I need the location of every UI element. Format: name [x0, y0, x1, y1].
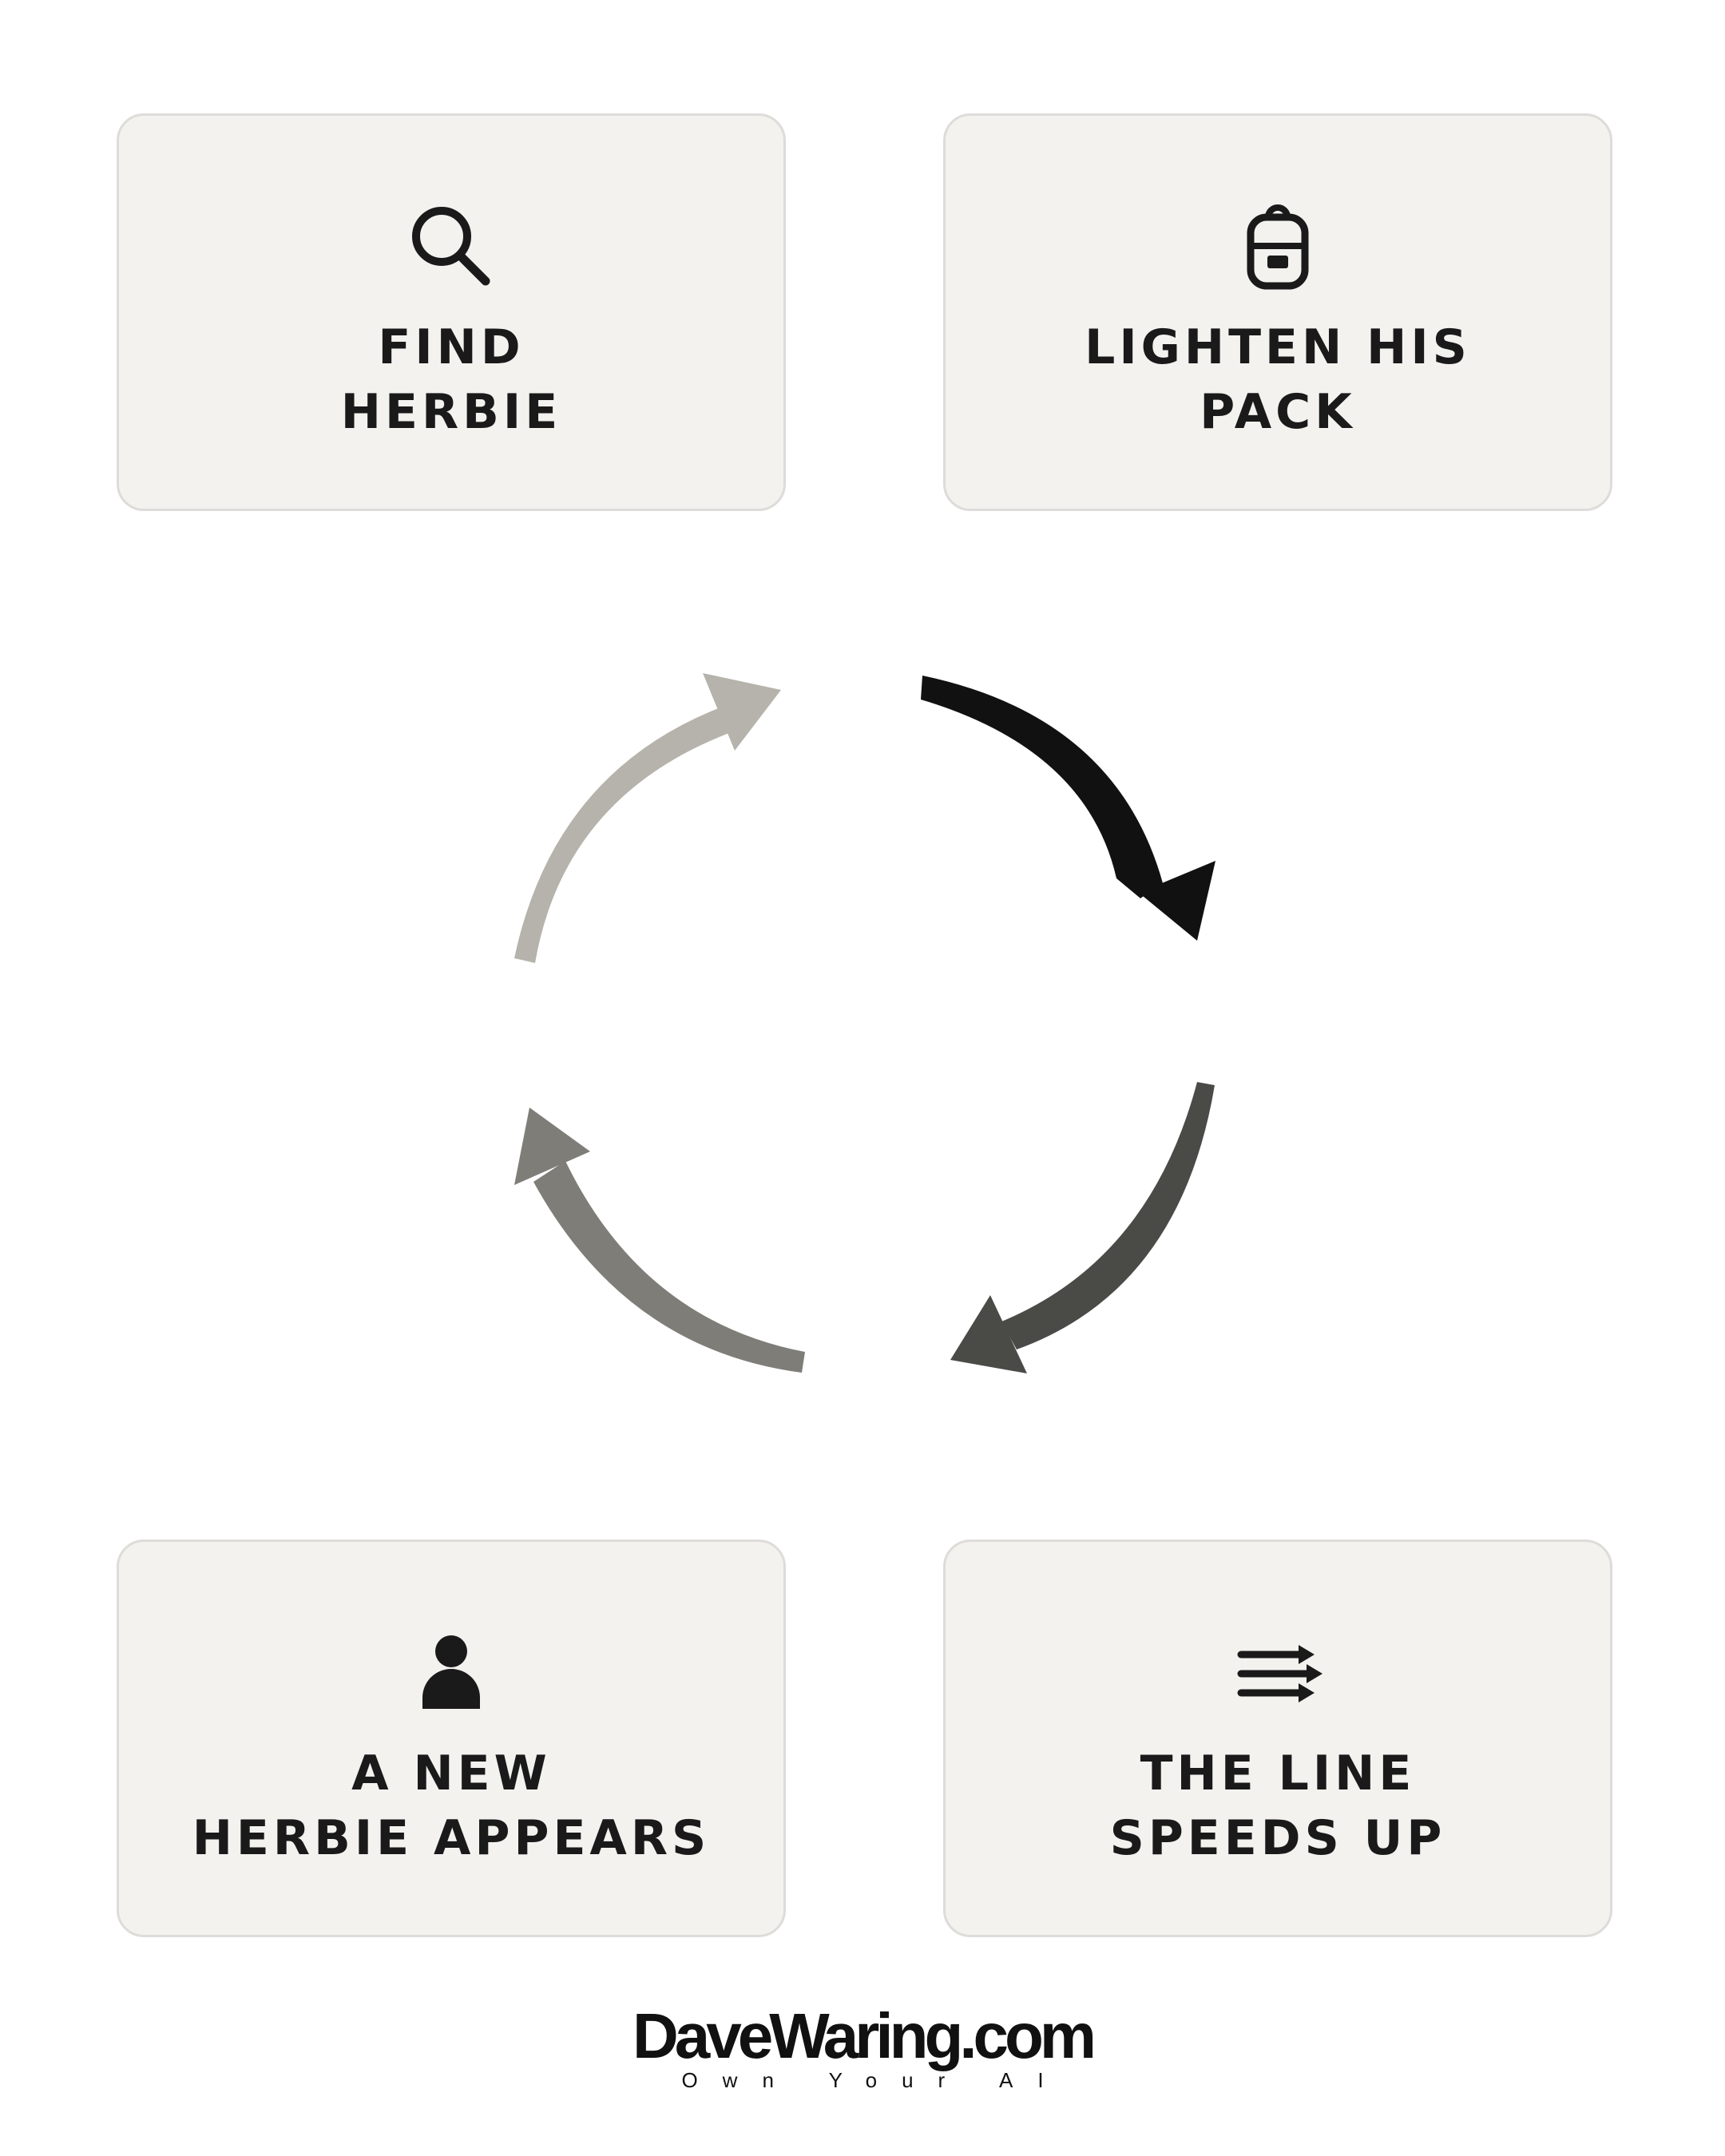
card-label-line: SPEEDS UP	[1109, 1810, 1446, 1866]
card-label: LIGHTEN HIS PACK	[946, 315, 1610, 445]
cycle-arrow-top-left-head	[703, 673, 781, 751]
cycle-arrow-top-right	[921, 676, 1163, 898]
brand-tagline: Own Your AI	[681, 2068, 1069, 2092]
card-label-line: THE LINE	[1140, 1746, 1416, 1801]
cycle-arrow-bottom-left-head	[514, 1108, 590, 1185]
card-label-line: LIGHTEN HIS	[1085, 319, 1471, 375]
card-label-line: HERBIE	[340, 384, 562, 440]
card-label-line: PACK	[1200, 384, 1356, 440]
card-find-herbie: FIND HERBIE	[117, 113, 786, 511]
cycle-arrow-top-left	[514, 707, 729, 963]
card-line-speeds-up: THE LINE SPEEDS UP	[943, 1540, 1612, 1937]
card-label: FIND HERBIE	[119, 315, 783, 445]
card-label: THE LINE SPEEDS UP	[946, 1742, 1610, 1871]
cycle-arrow-bottom-right-head	[950, 1295, 1027, 1373]
card-new-herbie-appears: A NEW HERBIE APPEARS	[117, 1540, 786, 1937]
lines-arrows-icon	[1230, 1626, 1326, 1722]
backpack-icon	[1230, 200, 1326, 295]
brand-logo: DaveWaring.com Own Your AI	[0, 2004, 1725, 2093]
cycle-arrow-bottom-right	[1001, 1082, 1215, 1349]
person-icon	[403, 1626, 499, 1722]
card-label-line: HERBIE APPEARS	[192, 1810, 711, 1866]
search-icon	[403, 200, 499, 295]
card-label-line: FIND	[378, 319, 525, 375]
card-label-line: A NEW	[351, 1746, 551, 1801]
cycle-arrow-bottom-left	[533, 1161, 805, 1373]
brand-name: DaveWaring.com	[632, 2000, 1096, 2071]
card-label: A NEW HERBIE APPEARS	[119, 1742, 783, 1871]
cycle-arrow-top-right-head	[1139, 861, 1215, 941]
card-lighten-his-pack: LIGHTEN HIS PACK	[943, 113, 1612, 511]
